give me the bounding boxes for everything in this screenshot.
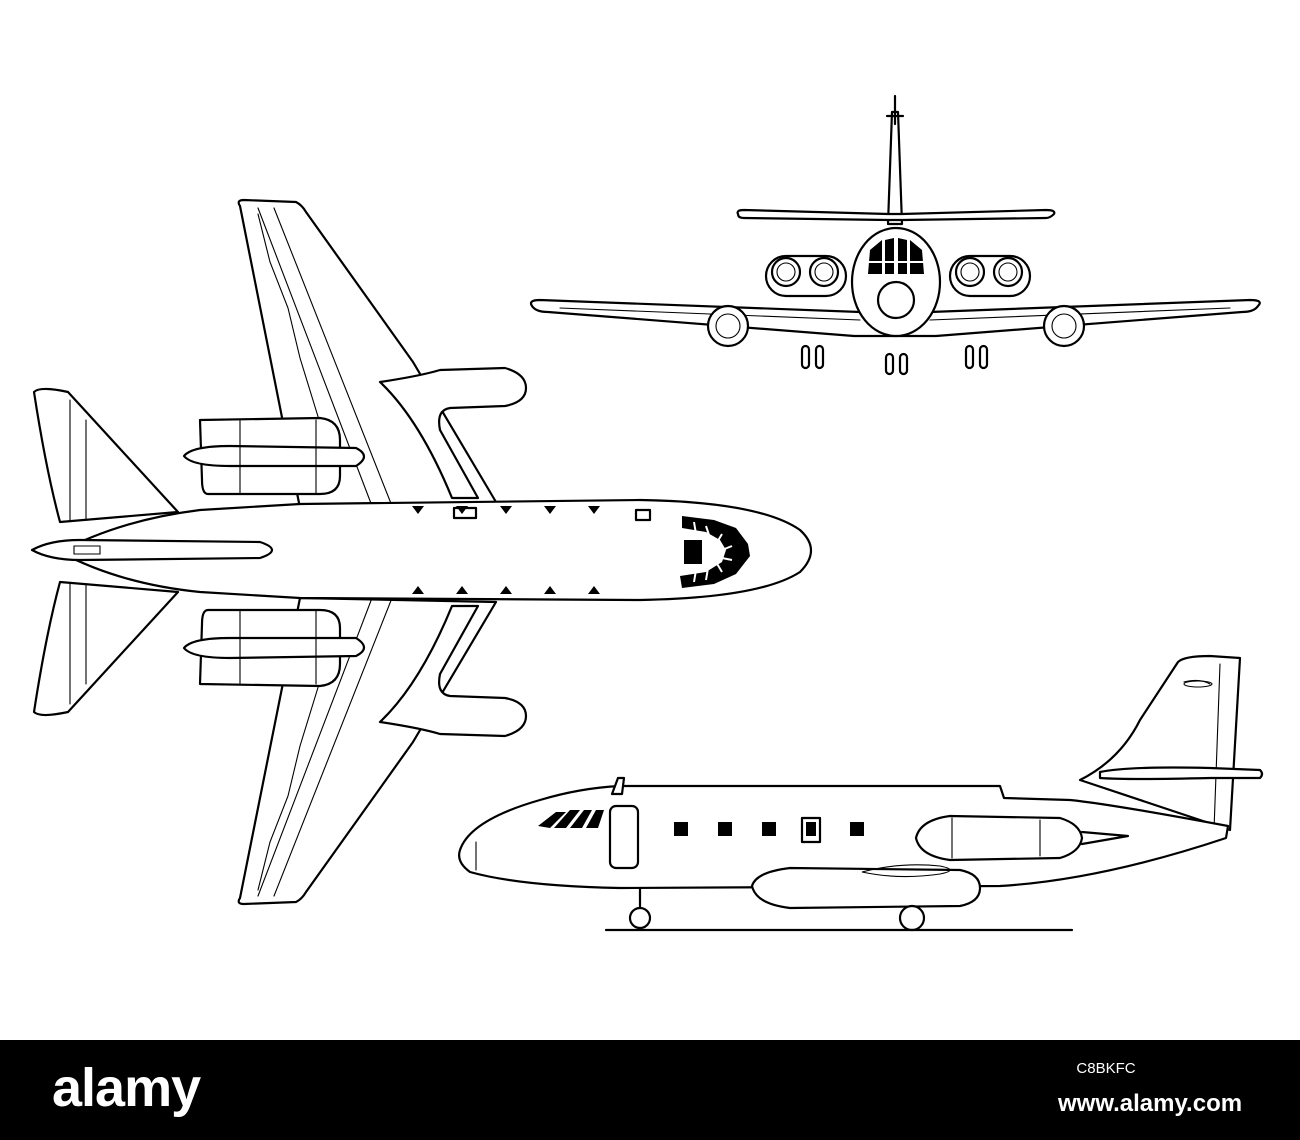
front-right-engines	[948, 254, 1032, 298]
side-engine	[914, 814, 1130, 862]
front-landing-gear	[800, 344, 989, 376]
plan-windows	[412, 506, 652, 594]
front-right-pod	[1042, 304, 1086, 348]
side-cabin-door	[608, 804, 640, 870]
plan-tail-cone	[30, 538, 274, 562]
front-left-engines	[764, 254, 848, 298]
side-antenna	[610, 776, 626, 796]
front-tailplane	[736, 208, 1056, 222]
side-pod	[750, 866, 982, 910]
front-view	[529, 94, 1261, 376]
plan-upper-pod	[378, 366, 528, 500]
plan-lower-engines	[182, 608, 366, 688]
side-fuselage	[458, 784, 1230, 890]
front-fin	[886, 110, 904, 226]
website-label: www.alamy.com	[1058, 1090, 1243, 1117]
side-cabin-windows	[674, 816, 864, 844]
plan-view	[30, 198, 813, 906]
image-id-label: C8BKFC	[1076, 1060, 1136, 1077]
plan-upper-tailplane	[32, 387, 180, 524]
front-nose	[876, 280, 916, 320]
side-cockpit-windows	[538, 810, 604, 828]
side-tailplane	[1098, 766, 1264, 781]
plan-cockpit-glazing	[680, 516, 750, 588]
plan-upper-engines	[182, 416, 366, 496]
front-windshield	[868, 238, 924, 274]
aircraft-three-view	[30, 94, 1264, 932]
side-fin	[1078, 654, 1242, 832]
brand-logo: alamy	[52, 1058, 201, 1118]
plan-fuselage	[58, 498, 813, 602]
plan-lower-pod	[378, 604, 528, 738]
plan-lower-tailplane	[32, 580, 180, 717]
side-landing-gear	[628, 886, 926, 932]
watermark-footer: alamy C8BKFC www.alamy.com	[0, 1040, 1300, 1140]
side-view	[458, 654, 1264, 932]
front-left-pod	[706, 304, 750, 348]
three-view-drawing	[30, 94, 1264, 932]
